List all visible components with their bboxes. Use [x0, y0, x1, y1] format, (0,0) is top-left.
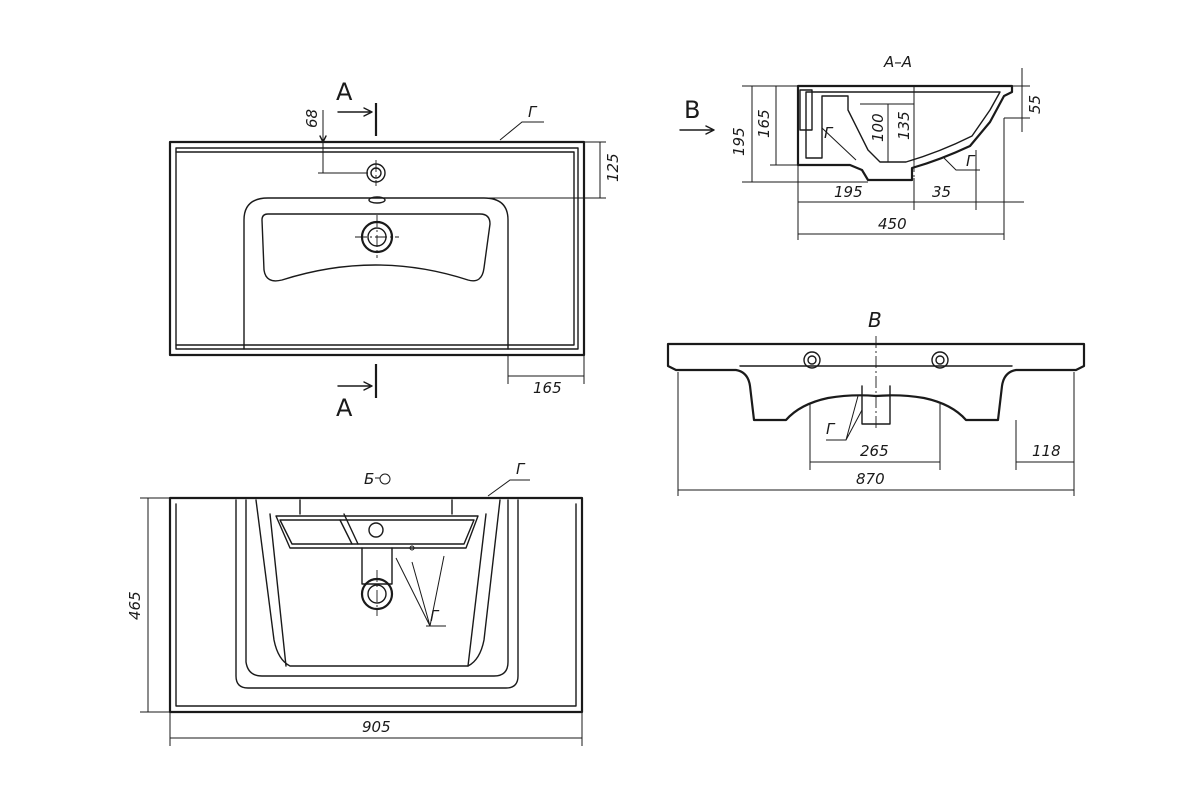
front-profile [666, 342, 1086, 422]
front-hole-left [803, 351, 821, 369]
section-profile-inner [805, 91, 1001, 163]
view-arrow [679, 125, 715, 135]
dim-sec-195-bottom: 195 [834, 183, 863, 201]
section-mark-top: A [336, 78, 353, 106]
plan-view: A A 68 Г 125 165 [168, 78, 622, 422]
dim-68: 68 [303, 109, 321, 128]
bottom-rim [175, 503, 577, 707]
bottom-view: Б Г Г 465 905 [126, 460, 584, 746]
surface-label-sec-left: Г [824, 124, 834, 142]
plan-overflow [368, 196, 386, 204]
plan-rim-line [175, 151, 575, 346]
dim-sec-195-outer: 195 [730, 127, 748, 156]
surface-leader-sec-left [821, 127, 857, 161]
bottom-channel-cut [339, 513, 359, 545]
view-arrow-label: B [684, 96, 700, 124]
surface-label-bottom: Г [516, 460, 526, 478]
bottom-basin-outline [235, 499, 519, 689]
front-hole-right-inner [935, 355, 945, 365]
bottom-tap-hole [368, 522, 384, 538]
dim-sec-135: 135 [895, 111, 913, 140]
bottom-mark-dot [409, 545, 415, 551]
dim-front-265: 265 [860, 442, 889, 460]
front-drain [861, 385, 891, 425]
section-profile [796, 84, 1014, 182]
section-wall [799, 89, 813, 131]
dim-sec-100: 100 [869, 113, 887, 142]
section-arrow-top [337, 107, 373, 117]
surface-label-front: Г [826, 420, 836, 438]
surface-leader-front [826, 395, 863, 441]
bottom-overflow-inner [279, 519, 475, 545]
front-hole-right [931, 351, 949, 369]
dim-sec-55: 55 [1026, 95, 1044, 114]
surface-label-top: Г [528, 103, 538, 121]
dim-465: 465 [126, 591, 144, 620]
section-mark-bottom: A [336, 394, 353, 422]
front-view: B Г 265 870 118 [666, 308, 1086, 496]
dim-front-870: 870 [856, 470, 885, 488]
plan-outer-outline [168, 140, 586, 357]
section-view: A–A B 195 165 100 135 55 Г Г [679, 53, 1044, 240]
symbol-circle [379, 473, 391, 485]
surface-leader-sec-right [943, 157, 980, 171]
surface-leader-bottom [487, 479, 530, 497]
symbol-label: Б [364, 470, 374, 488]
dim-905: 905 [362, 718, 391, 736]
plan-basin-outline [243, 197, 509, 350]
surface-leader-bowl [395, 555, 446, 627]
dim-front-118: 118 [1032, 442, 1061, 460]
plan-bowl [261, 213, 491, 282]
bottom-outer-outline [168, 496, 584, 714]
bottom-drain-neck [361, 547, 393, 585]
dim-68-arrow [319, 135, 327, 143]
surface-leader-top [499, 121, 544, 141]
surface-label-sec-right: Г [966, 152, 976, 170]
view-title: B [868, 308, 882, 332]
bottom-bowl-outer [255, 499, 501, 667]
dim-sec-450: 450 [878, 215, 907, 233]
dim-sec-165: 165 [755, 109, 773, 138]
section-arrow-bottom [337, 381, 373, 391]
plan-rim-inner [175, 147, 579, 350]
dim-165: 165 [533, 379, 562, 397]
surface-label-bowl: Г [430, 607, 440, 625]
section-title: A–A [883, 53, 912, 71]
dim-125: 125 [604, 153, 622, 182]
bottom-basin-inner [245, 499, 509, 677]
bottom-bowl-ribs [269, 513, 487, 667]
bottom-overflow-channel [275, 515, 479, 549]
front-hole-left-inner [807, 355, 817, 365]
bottom-tabs [299, 499, 453, 515]
dim-sec-35: 35 [932, 183, 951, 201]
